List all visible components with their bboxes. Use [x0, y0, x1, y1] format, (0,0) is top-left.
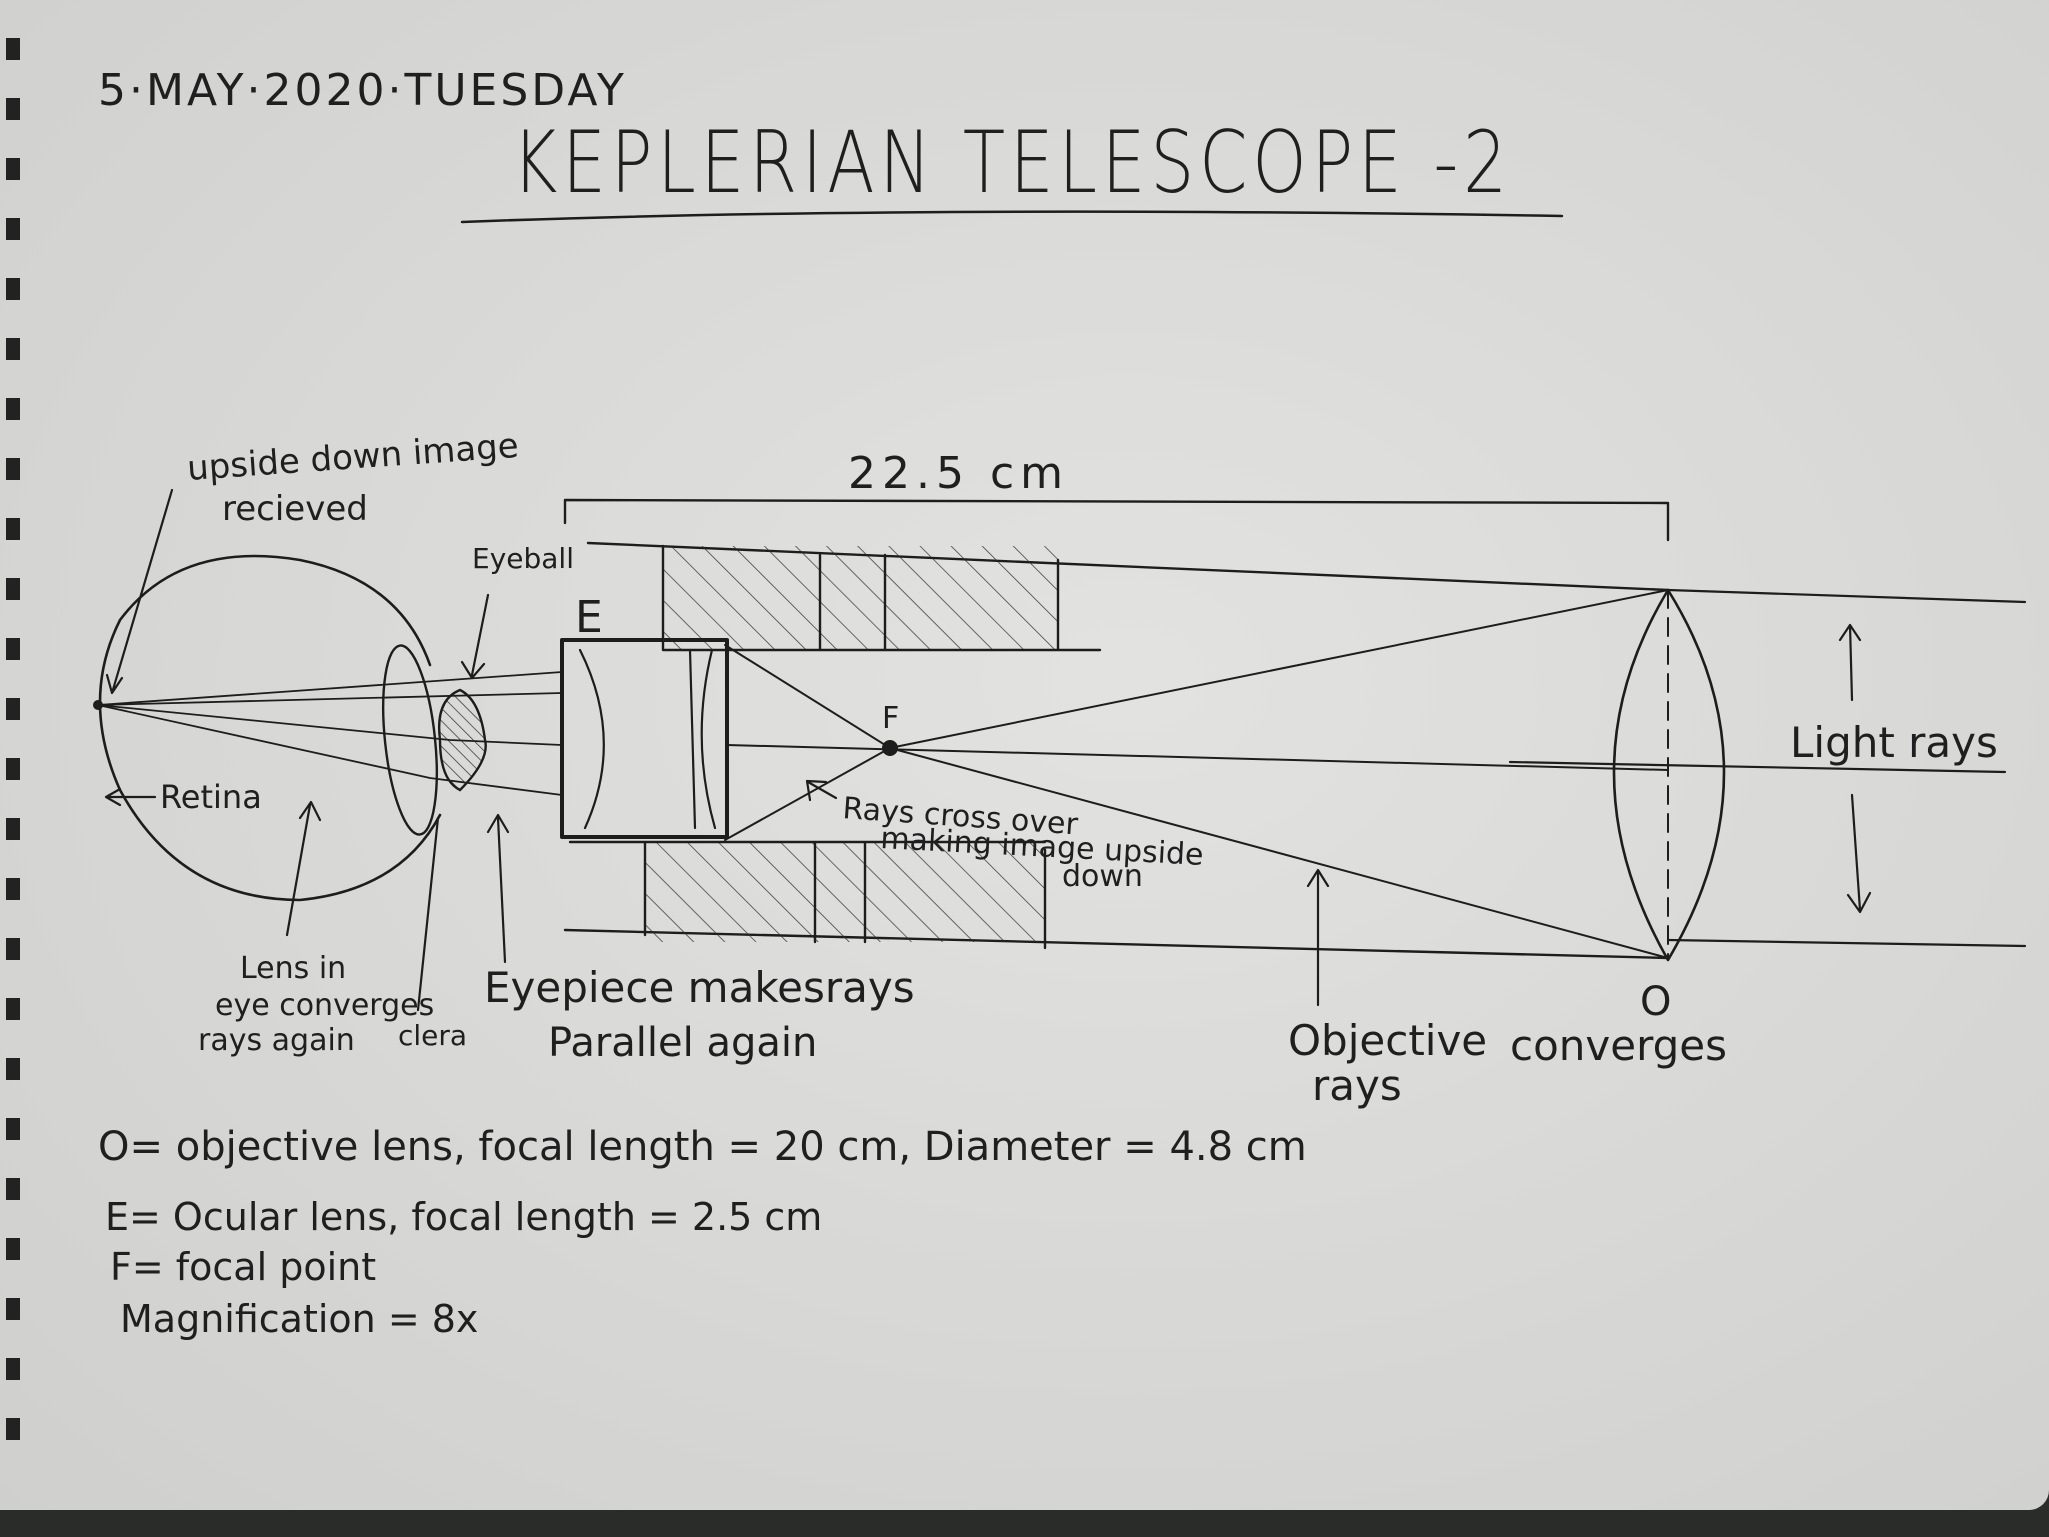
retina-arrow [104, 787, 157, 807]
eye-ray-1 [97, 692, 563, 706]
title-underline [460, 210, 1564, 224]
legend-line-focal: F= focal point [110, 1245, 376, 1289]
rays-cross-arrow [805, 779, 838, 802]
objective-arrow [1306, 868, 1330, 1007]
spiral-binding [6, 38, 20, 1440]
legend-line-objective: O= objective lens, focal length = 20 cm,… [98, 1124, 1307, 1170]
legend-line-ocular: E= Ocular lens, focal length = 2.5 cm [105, 1195, 822, 1239]
light-ray-mid [1508, 760, 2007, 774]
retina-label: Retina [160, 778, 262, 816]
eye-ray-4 [97, 671, 563, 706]
page-title: KEPLERIAN TELESCOPE -2 [512, 113, 1512, 213]
upside-down-arrow [105, 488, 174, 695]
axis-ray [726, 744, 1669, 771]
clera-arrow [416, 816, 440, 1012]
bottom-sleeve [568, 840, 1047, 950]
length-label: 22.5 cm [848, 448, 1069, 499]
eyepiece-arrow [486, 813, 510, 964]
light-ray-top [1666, 588, 2027, 604]
objective-label-2: converges [1510, 1021, 1727, 1070]
eyepiece-box [560, 638, 729, 839]
upside-down-label-2: recieved [222, 489, 368, 529]
legend-line-magnification: Magnification = 8x [120, 1297, 478, 1341]
eyepiece-label-1: Eyepiece makesrays [484, 963, 915, 1012]
eyeball-arrow [460, 593, 490, 680]
lens-eye-label-3: rays again [198, 1023, 355, 1058]
eye-drawing [93, 554, 487, 902]
light-rays-arrow-up [1838, 623, 1862, 702]
objective-label-3: rays [1312, 1061, 1402, 1110]
lens-eye-label-1: Lens in [240, 951, 346, 986]
eye-ray-2 [97, 704, 563, 746]
eyeball-label: Eyeball [472, 542, 574, 575]
light-rays-label: Light rays [1790, 718, 1998, 767]
f-letter: F [882, 701, 899, 736]
lens-eye-arrow [285, 800, 322, 937]
e-letter: E [575, 592, 603, 643]
o-letter: O [1640, 979, 1671, 1025]
objective-lens [1612, 588, 1726, 962]
eye-ray-3 [97, 704, 563, 796]
objective-label-1: Objective [1288, 1016, 1487, 1065]
light-ray-bottom [1666, 938, 2027, 948]
light-rays-arrow-down [1846, 793, 1872, 914]
upside-down-label-1: upside down image [186, 426, 520, 489]
lens-eye-label-2: eye converges [215, 988, 434, 1023]
clera-label: clera [398, 1019, 467, 1052]
focal-point-dot [882, 740, 898, 756]
top-sleeve [661, 544, 1102, 652]
rays-cross-label-3: down [1062, 859, 1143, 894]
length-bracket [563, 498, 1670, 542]
eyepiece-label-2: Parallel again [548, 1020, 817, 1066]
date-text: 5·MAY·2020·TUESDAY [98, 65, 627, 116]
